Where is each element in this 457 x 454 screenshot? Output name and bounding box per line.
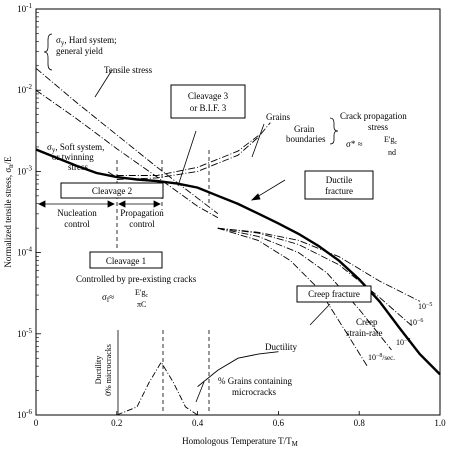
propagation-arrow-left-head bbox=[118, 200, 126, 208]
y-tick-label: 10-6 bbox=[17, 408, 32, 420]
creep-strain-rate-label-2: strain-rate bbox=[346, 328, 382, 338]
grains-label: Grains bbox=[266, 112, 290, 122]
series-line-1e-7 bbox=[217, 227, 392, 351]
curve-layer bbox=[35, 67, 441, 416]
crack-propagation-label-2: stress bbox=[368, 122, 388, 132]
rate-label-1e-5: 10−5 bbox=[418, 302, 432, 311]
soft-system-label: σy, Soft system, bbox=[47, 142, 104, 154]
series-line-tensile bbox=[35, 89, 219, 219]
propagation-label-2: control bbox=[129, 219, 155, 229]
creep-fracture-box bbox=[296, 285, 372, 303]
soft-system-label-2: or twinning bbox=[52, 152, 94, 162]
ductile-label: Ductile bbox=[326, 175, 353, 185]
y-axis-title: Normalized tensile stress, σn/E bbox=[3, 156, 15, 268]
sigma-star-numerator: E'gc bbox=[384, 135, 397, 146]
y-tick-label: 10-4 bbox=[17, 246, 32, 258]
creep-fracture-pointer bbox=[309, 303, 331, 326]
axis-ticks: 0 0.2 0.4 0.6 0.8 1.0 10-1 10-2 10-3 10-4 10-5 10-6 bbox=[17, 2, 446, 428]
y-tick-label: 10-2 bbox=[17, 83, 32, 95]
series-line-grains bbox=[116, 122, 271, 180]
cleavage3-label-2: or B.I.F. 3 bbox=[190, 103, 227, 113]
grains-containing-label: % Grains containing bbox=[218, 376, 292, 386]
series-line-main bbox=[35, 148, 441, 376]
nucleation-arrow-right-head bbox=[107, 200, 115, 208]
ductility-label: Ductility bbox=[265, 342, 297, 352]
x-tick-label: 0.8 bbox=[354, 418, 366, 428]
series-line-1e-8 bbox=[217, 227, 368, 367]
soft-system-label-3: stress bbox=[68, 162, 88, 172]
series-line-1e-5 bbox=[217, 227, 421, 302]
x-axis-title: Homologous Temperature T/TM bbox=[182, 436, 299, 448]
grains-brace bbox=[329, 117, 339, 145]
preexisting-cracks-label: Controlled by pre-existing cracks bbox=[76, 274, 197, 284]
creep-strain-rate-label: Creep bbox=[356, 317, 378, 327]
y-tick-label: 10-1 bbox=[17, 2, 32, 14]
nucleation-arrow-left-head bbox=[38, 200, 46, 208]
sigma-star-formula: σ* ≈ bbox=[346, 139, 363, 149]
hard-system-brace bbox=[43, 33, 53, 71]
tensile-pointer bbox=[94, 69, 113, 98]
y-tick-label: 10-5 bbox=[17, 327, 32, 339]
x-tick-label: 0.2 bbox=[111, 418, 122, 428]
x-tick-label: 0.4 bbox=[192, 418, 204, 428]
plot-frame bbox=[35, 8, 441, 416]
ductile-pointer-head bbox=[250, 193, 261, 201]
cleavage1-label: Cleavage 1 bbox=[106, 256, 146, 266]
x-tick-label: 1.0 bbox=[434, 418, 446, 428]
rate-label-1e-7: 10−7 bbox=[396, 338, 410, 347]
grains-containing-label-2: microcracks bbox=[232, 387, 276, 397]
tensile-label: Tensile stress bbox=[104, 65, 153, 75]
microcracks-curve bbox=[116, 361, 198, 416]
propagation-arrow-right-head bbox=[153, 200, 161, 208]
sigma-star-denominator: nd bbox=[388, 148, 396, 157]
nucleation-label: Nucleation bbox=[57, 208, 97, 218]
crack-propagation-label: Crack propagation bbox=[340, 111, 407, 121]
hard-yield-label: σy, Hard system; bbox=[56, 35, 117, 47]
sigma-f-denominator: πC bbox=[137, 300, 146, 309]
x-tick-label: 0 bbox=[34, 418, 39, 428]
ductile-label-2: fracture bbox=[325, 186, 353, 196]
hard-yield-label-2: general yield bbox=[56, 46, 103, 56]
y-tick-label: 10-3 bbox=[17, 164, 32, 176]
microcracks-axis-label: 0% microcracks bbox=[104, 344, 113, 396]
cleavage3-label: Cleavage 3 bbox=[188, 91, 229, 101]
grain-boundaries-label-2: boundaries bbox=[286, 134, 326, 144]
cleavage2-box bbox=[60, 182, 164, 199]
ductility-axis-label: Ductility bbox=[94, 356, 103, 384]
nucleation-label-2: control bbox=[64, 219, 90, 229]
guide-lines bbox=[116, 150, 210, 414]
grain-boundaries-label: Grain bbox=[294, 124, 315, 134]
cleavage3-box bbox=[170, 84, 246, 119]
propagation-label: Propagation bbox=[120, 208, 164, 218]
series-line-1e-6 bbox=[217, 227, 412, 327]
microcracks-pointer bbox=[195, 381, 205, 403]
x-tick-label: 0.6 bbox=[273, 418, 285, 428]
rate-label-1e-8: 10−8/sec. bbox=[368, 353, 395, 362]
label-pointers bbox=[94, 69, 331, 403]
sigma-f-numerator: E'gc bbox=[135, 288, 148, 299]
sigma-f-formula: σf≈ bbox=[102, 292, 114, 304]
cleavage2-label: Cleavage 2 bbox=[92, 186, 132, 196]
ductility-curve bbox=[197, 351, 279, 387]
control-arrows bbox=[38, 200, 161, 208]
soft-system-pointer bbox=[107, 171, 119, 179]
cleavage3-pointer bbox=[177, 130, 197, 187]
grains-pointer bbox=[251, 123, 265, 158]
annotation-layer: σy, Hard system; general yield Tensile s… bbox=[47, 35, 432, 397]
series-line-grain-boundaries bbox=[116, 135, 259, 176]
rate-label-1e-6: 10−6 bbox=[409, 318, 423, 327]
creep-fracture-label: Creep fracture bbox=[308, 289, 360, 299]
cleavage1-box bbox=[89, 251, 163, 269]
ductile-box bbox=[304, 170, 374, 200]
